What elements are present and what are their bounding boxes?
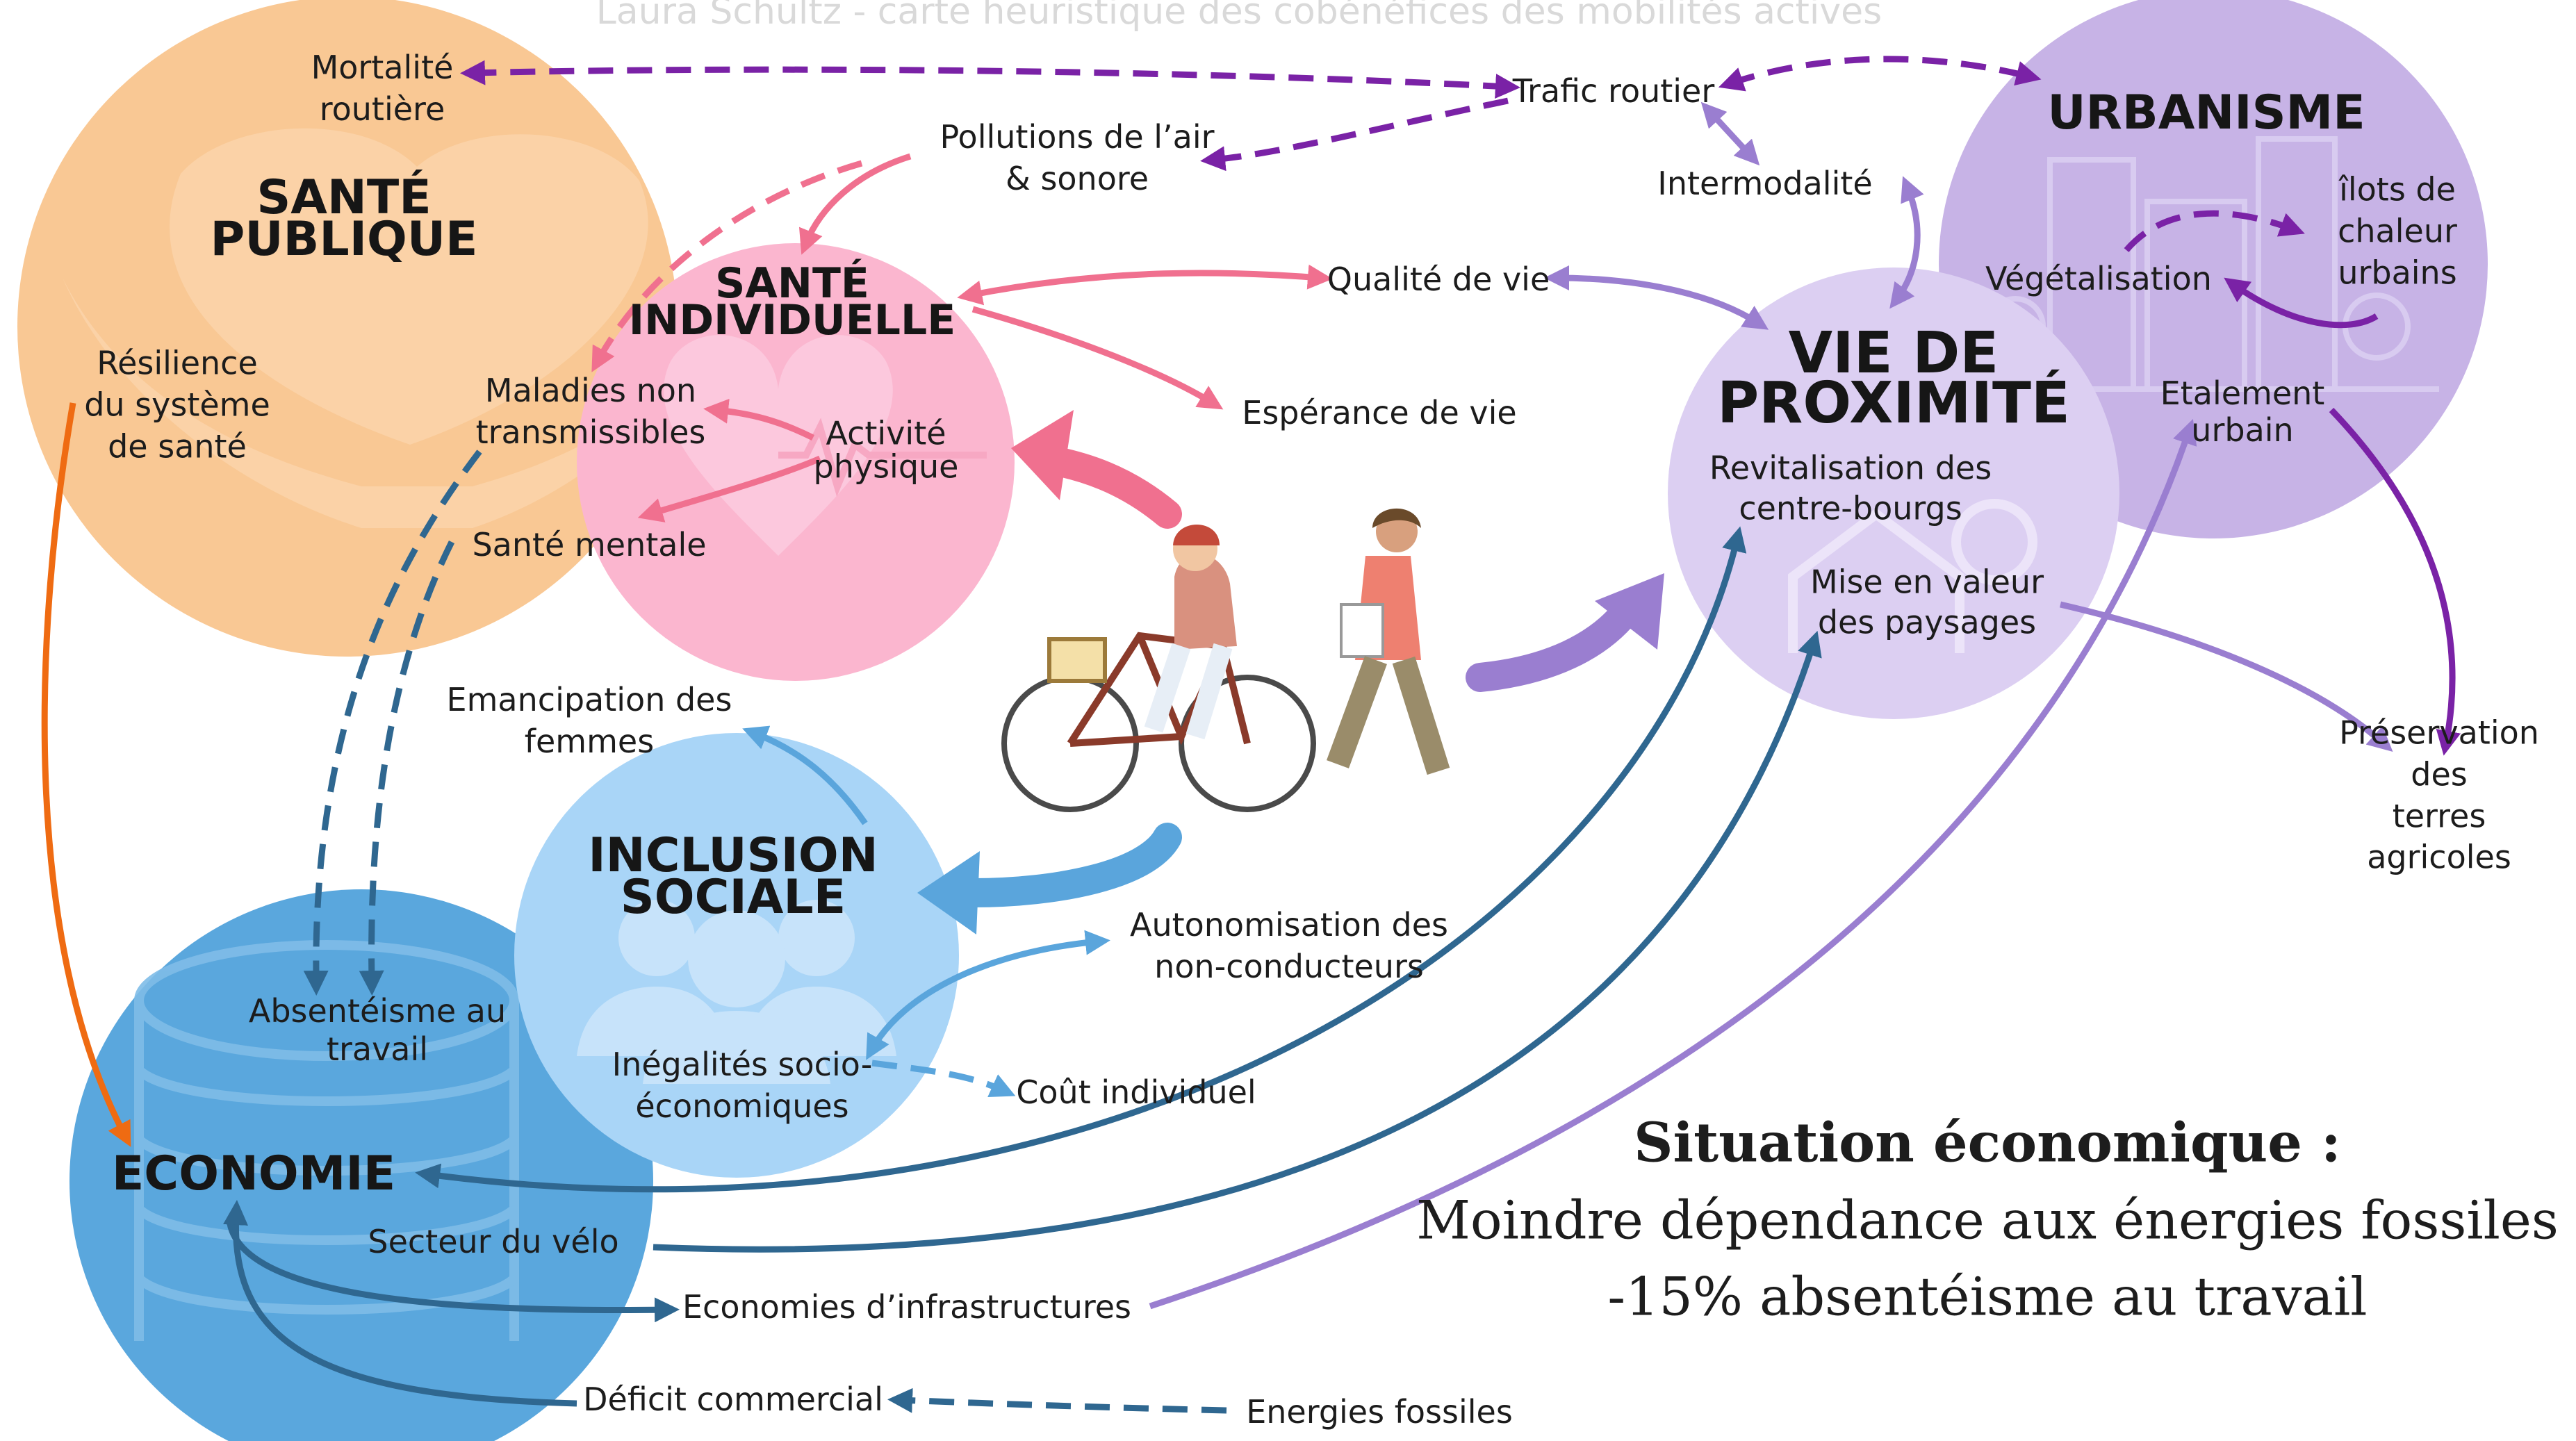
node-mise-en-valeur: Mise en valeur des paysages: [1810, 563, 2044, 641]
big-arrow-to-inclusion: [958, 823, 1182, 907]
hub-sante-individuelle: SANTÉ INDIVIDUELLE: [628, 259, 956, 345]
arrow-maladies-absenteisme: [303, 450, 482, 996]
arrow-ilots-vegetalisation: [2224, 277, 2379, 329]
hub-sante-publique: SANTÉ PUBLIQUE: [210, 170, 478, 267]
node-preservation: Préservation des terres agricoles: [2339, 714, 2539, 876]
arrow-pollutions-maladies: [591, 160, 863, 372]
vie-de-proximite-circle: [1668, 267, 2119, 719]
node-cout-individuel: Coût individuel: [1016, 1073, 1256, 1112]
arrow-resilience-economie: [41, 402, 131, 1147]
node-mortalite-routiere: Mortalité routière: [311, 49, 454, 128]
node-qualite-vie: Qualité de vie: [1327, 261, 1550, 299]
arrow-activite-mentale: [637, 455, 821, 522]
walker-bag: [1340, 603, 1384, 658]
summary-block: Situation économique : Moindre dépendanc…: [1416, 1103, 2559, 1335]
heart-icon: [664, 335, 893, 556]
arrow-deficit-economie: [223, 1200, 577, 1407]
arrow-trafic-urbanisme: [1718, 56, 2042, 92]
arrow-pollutions-sante-ind: [798, 153, 912, 255]
arrow-pollutions-trafic: [1200, 97, 1509, 172]
hub-vie-de-proximite: VIE DE PROXIMITÉ: [1717, 320, 2070, 436]
node-intermodalite: Intermodalité: [1657, 165, 1873, 203]
bike-basket: [1047, 637, 1107, 683]
walker-hair: [1372, 508, 1421, 528]
arrow-vegetalisation-ilots: [2124, 210, 2305, 252]
node-inegalites: Inégalités socio- économiques: [612, 1046, 873, 1125]
summary-line-1: Moindre dépendance aux énergies fossiles: [1416, 1189, 2559, 1251]
node-deficit: Déficit commercial: [583, 1381, 883, 1419]
node-maladies: Maladies non transmissibles: [475, 372, 706, 451]
arrow-etalement-preservation: [2329, 407, 2461, 756]
arrow-trafic-intermodalite: [1700, 101, 1760, 166]
arrow-velo-paysages: [653, 630, 1822, 1253]
node-activite: Activité physique: [813, 414, 959, 486]
big-arrow-head-sante-individuelle: [1011, 410, 1074, 500]
hub-inclusion-sociale: INCLUSION SOCIALE: [588, 828, 878, 925]
cyclist-illustration: [1001, 525, 1316, 812]
arrow-economie-infra: [226, 1219, 680, 1323]
node-trafic-routier: Trafic routier: [1512, 72, 1715, 110]
node-revitalisation: Revitalisation des centre-bourgs: [1709, 449, 1992, 527]
node-economies-infra: Economies d’infrastructures: [682, 1288, 1132, 1326]
arrow-fossiles-deficit: [887, 1388, 1227, 1414]
node-absenteisme: Absentéisme au travail: [248, 991, 507, 1068]
hub-sante-publique-text: SANTÉ PUBLIQUE: [210, 170, 478, 267]
walker-illustration: [1327, 508, 1450, 775]
walker-legs: [1327, 656, 1450, 775]
arrow-revitalisation-economie: [415, 526, 1747, 1193]
node-secteur-velo: Secteur du vélo: [368, 1223, 619, 1261]
big-arrow-to-vie-proximite: [1466, 597, 1641, 692]
arrow-sante-ind-esperance: [971, 306, 1224, 410]
node-emancipation: Emancipation des femmes: [446, 681, 732, 760]
node-pollutions: Pollutions de l’air & sonore: [940, 118, 1215, 197]
hub-sante-individuelle-text: SANTÉ INDIVIDUELLE: [628, 259, 956, 345]
node-energies-fossiles: Energies fossiles: [1246, 1393, 1513, 1431]
arrow-trafic-mortalite: [460, 60, 1520, 99]
coins-icon: [134, 940, 519, 1341]
hub-inclusion-sociale-text: INCLUSION SOCIALE: [588, 828, 878, 925]
heartbeat-line: [778, 418, 987, 497]
hub-urbanisme: URBANISME: [2047, 85, 2365, 141]
cyclist-helmet: [1173, 525, 1220, 545]
arrow-activite-maladies: [703, 398, 815, 441]
hub-vie-de-proximite-text: VIE DE PROXIMITÉ: [1717, 320, 2070, 436]
node-autonomisation: Autonomisation des non-conducteurs: [1129, 906, 1449, 985]
arrow-qualite-vie: [1544, 265, 1769, 330]
summary-heading: Situation économique :: [1634, 1111, 2341, 1175]
node-vegetalisation: Végétalisation: [1985, 260, 2212, 298]
summary-line-2: -15% absentéisme au travail: [1607, 1265, 2368, 1328]
node-resilience: Résilience du système de santé: [84, 344, 270, 465]
node-sante-mentale: Santé mentale: [472, 526, 707, 564]
arrow-intermodalite-vie: [1889, 176, 1924, 309]
node-esperance-vie: Espérance de vie: [1242, 394, 1517, 432]
hands-lower-icon: [63, 278, 730, 528]
hub-economie: ECONOMIE: [111, 1146, 396, 1202]
node-etalement-urbain: Etalement urbain: [2160, 374, 2325, 449]
node-ilots-chaleur: îlots de chaleur urbains: [2338, 170, 2457, 291]
arrow-paysages-preservation: [2059, 601, 2393, 752]
house-icon: [1788, 499, 2037, 653]
faded-title: Laura Schultz - carte heuristique des co…: [596, 0, 1882, 33]
arrow-sante-ind-qualite: [957, 264, 1333, 306]
hands-icon: [170, 128, 648, 445]
